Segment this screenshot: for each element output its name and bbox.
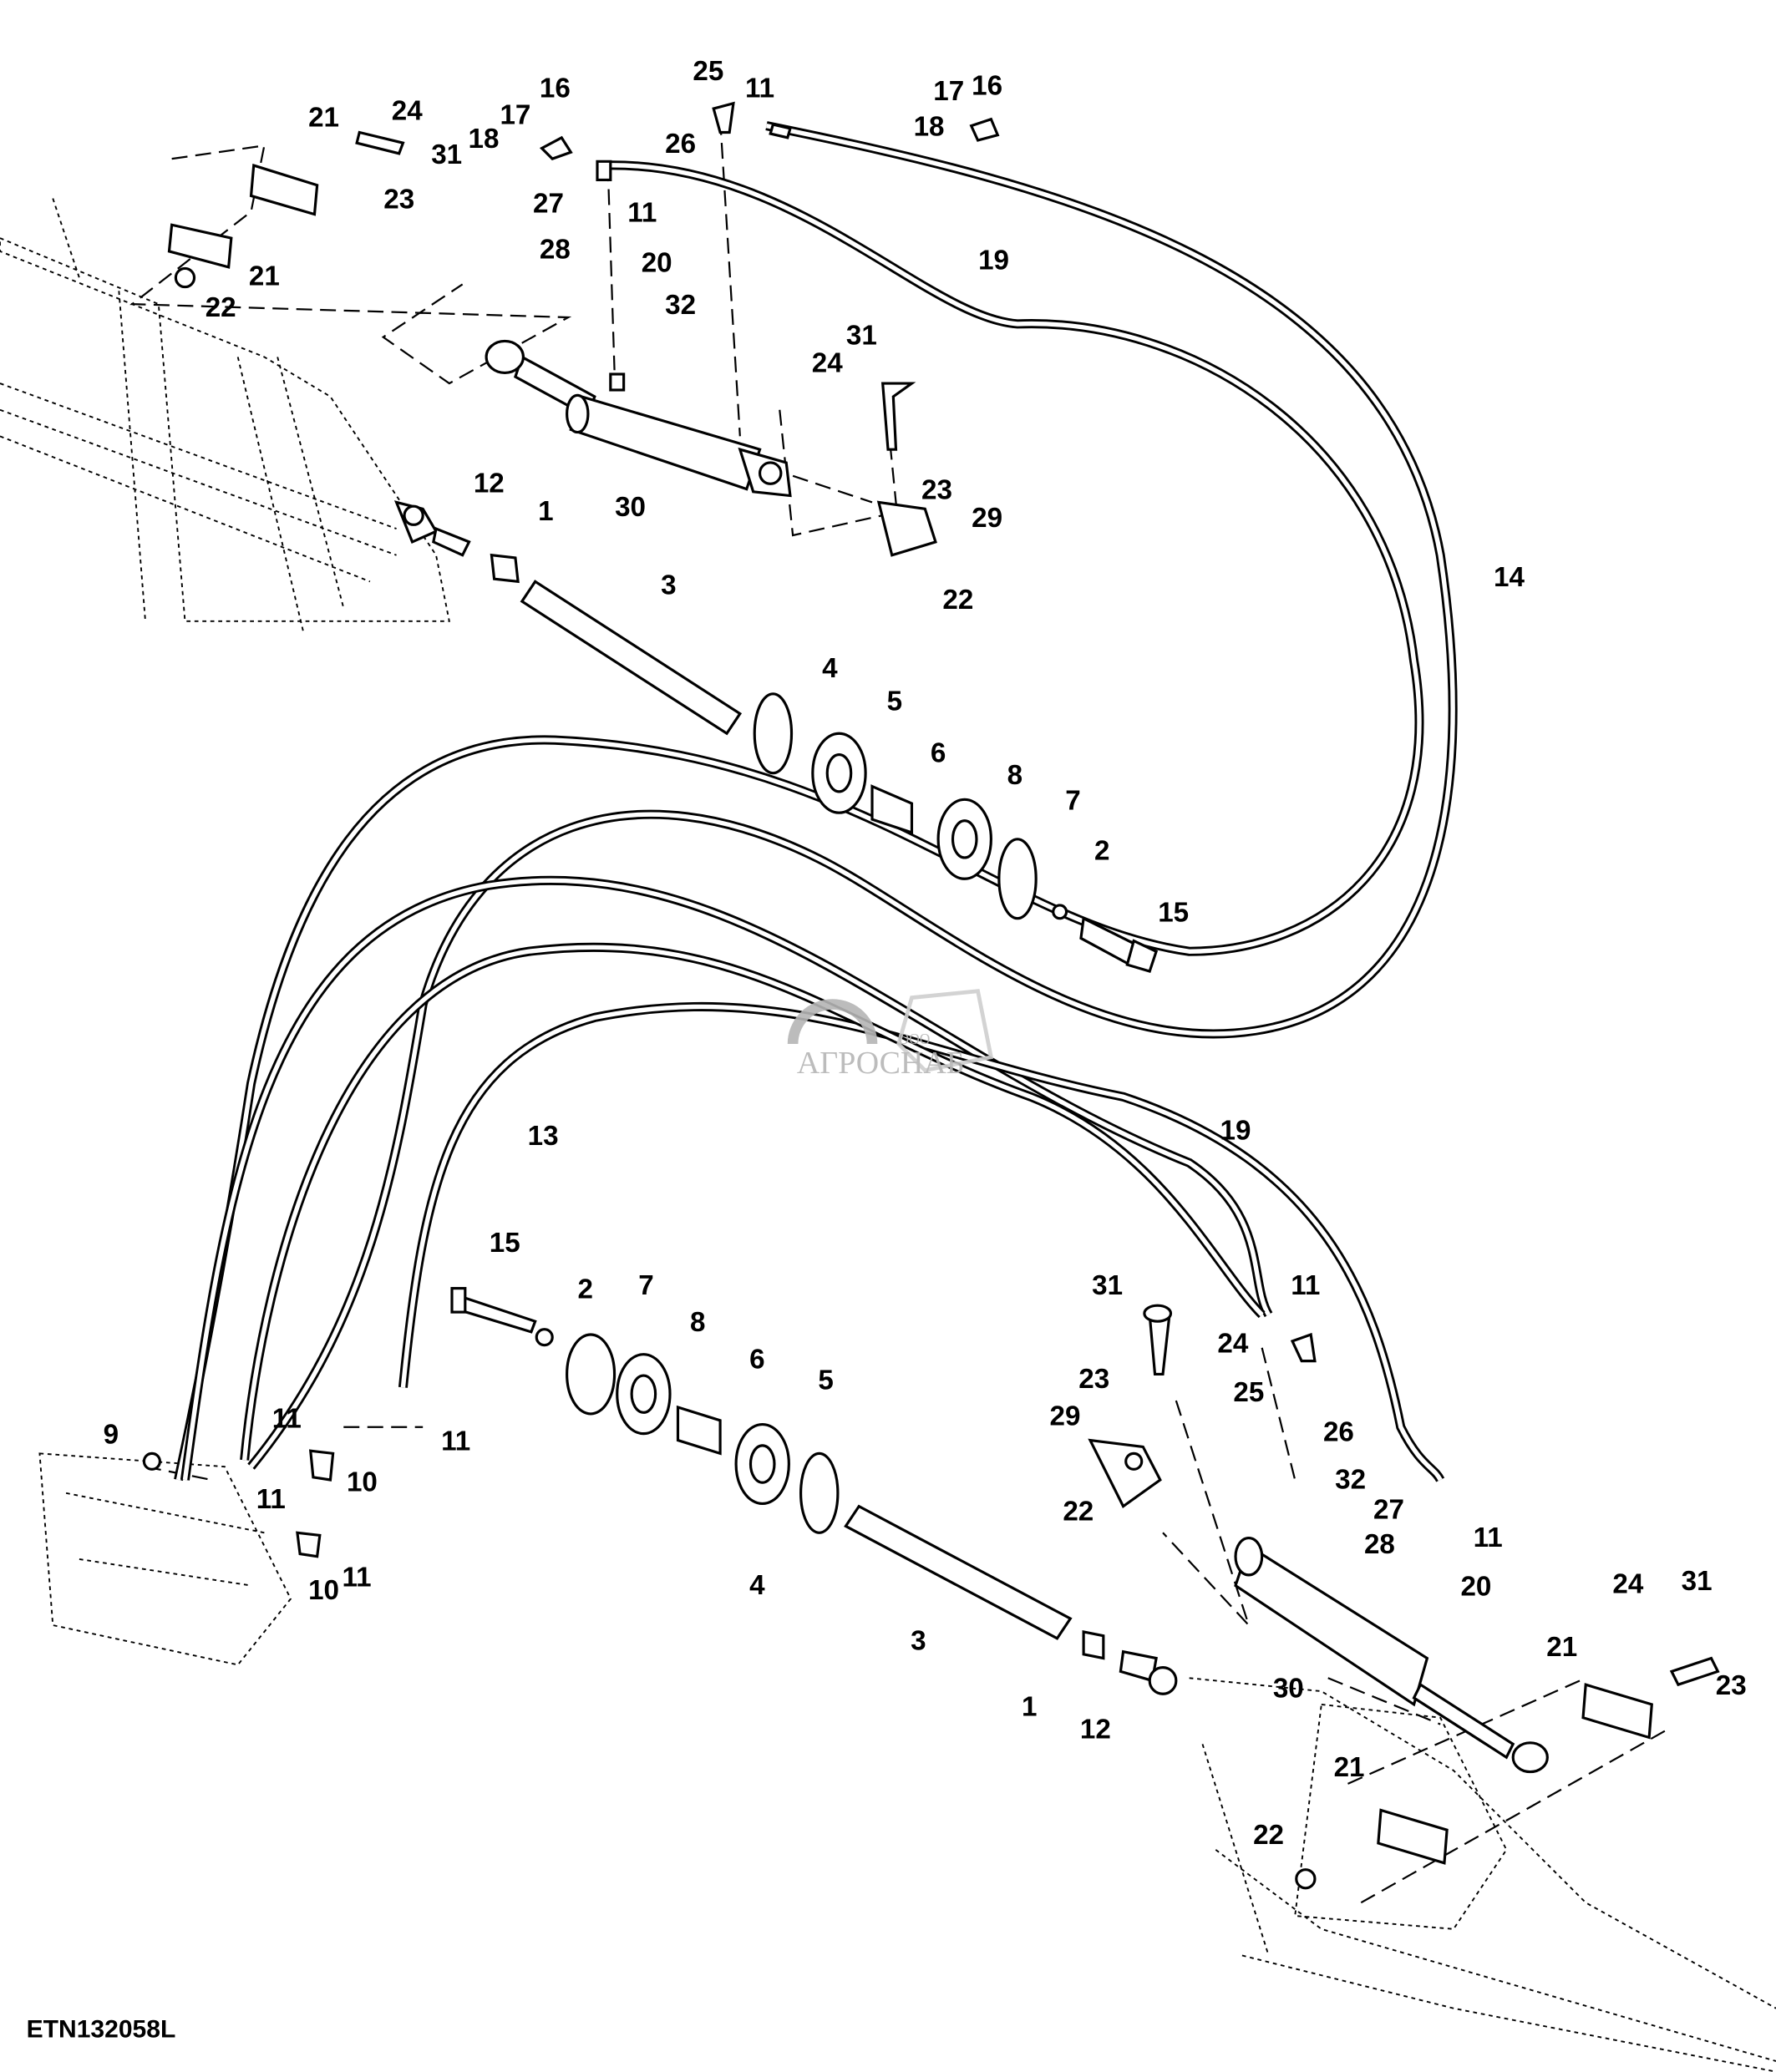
callout-22: 22 — [1253, 1820, 1284, 1851]
callout-25: 25 — [1233, 1377, 1264, 1408]
callout-27: 27 — [533, 188, 564, 219]
watermark-logo: ООО АГРОСНАБ — [787, 989, 994, 1081]
callout-17: 17 — [933, 76, 964, 107]
callout-26: 26 — [1323, 1416, 1354, 1447]
upper-cylinder-assembly — [167, 101, 1159, 973]
hydraulic-hoses — [174, 121, 1458, 1482]
callout-24: 24 — [392, 96, 423, 127]
callout-8: 8 — [1007, 760, 1022, 791]
callout-21: 21 — [308, 102, 339, 133]
callout-15: 15 — [1158, 898, 1189, 929]
callout-17: 17 — [500, 99, 530, 130]
callout-28: 28 — [1364, 1529, 1395, 1560]
callout-11: 11 — [441, 1426, 470, 1456]
callout-10: 10 — [347, 1467, 378, 1498]
callout-5: 5 — [887, 686, 902, 717]
callout-29: 29 — [972, 503, 1002, 534]
callout-1: 1 — [1022, 1691, 1037, 1722]
callout-32: 32 — [665, 290, 696, 321]
callout-2: 2 — [578, 1274, 593, 1305]
callout-22: 22 — [206, 292, 236, 323]
drawing-reference-code: ETN132058L — [27, 2016, 176, 2044]
callout-11: 11 — [256, 1484, 286, 1515]
callout-11: 11 — [745, 73, 774, 104]
callout-25: 25 — [693, 56, 723, 87]
callout-20: 20 — [642, 247, 672, 278]
callout-1: 1 — [538, 496, 553, 527]
callout-19: 19 — [978, 245, 1009, 276]
callout-11: 11 — [343, 1562, 372, 1593]
callout-24: 24 — [1217, 1328, 1248, 1359]
callout-4: 4 — [822, 653, 838, 684]
callout-8: 8 — [690, 1307, 705, 1338]
callout-26: 26 — [665, 129, 696, 160]
callout-31: 31 — [846, 320, 877, 351]
callout-23: 23 — [1078, 1364, 1109, 1395]
callout-14: 14 — [1494, 562, 1525, 593]
callout-7: 7 — [1065, 785, 1080, 816]
callout-18: 18 — [468, 124, 499, 155]
callout-16: 16 — [540, 73, 571, 104]
lower-cylinder-assembly — [142, 1287, 1720, 1890]
callout-24: 24 — [812, 348, 843, 379]
callout-20: 20 — [1460, 1571, 1491, 1602]
callout-18: 18 — [914, 112, 945, 143]
callout-15: 15 — [490, 1228, 520, 1259]
callout-30: 30 — [1273, 1673, 1304, 1704]
callout-22: 22 — [942, 585, 973, 616]
callout-3: 3 — [911, 1625, 926, 1656]
callout-2: 2 — [1094, 835, 1109, 866]
callout-31: 31 — [431, 139, 462, 170]
callout-23: 23 — [1716, 1670, 1747, 1701]
callout-7: 7 — [638, 1270, 653, 1301]
callout-3: 3 — [661, 570, 676, 600]
callout-19: 19 — [1220, 1116, 1251, 1147]
callout-5: 5 — [818, 1365, 833, 1396]
callout-11: 11 — [1291, 1270, 1320, 1301]
callout-32: 32 — [1335, 1464, 1366, 1495]
callout-21: 21 — [249, 261, 280, 291]
callout-6: 6 — [931, 737, 946, 768]
callout-11: 11 — [1474, 1522, 1503, 1553]
callout-28: 28 — [540, 235, 571, 266]
callout-9: 9 — [104, 1420, 119, 1451]
callout-10: 10 — [308, 1575, 339, 1606]
assembly-lines — [129, 119, 1666, 1904]
callout-16: 16 — [972, 71, 1002, 102]
callout-12: 12 — [474, 469, 505, 499]
callout-29: 29 — [1049, 1401, 1080, 1431]
left-boom-frame — [0, 198, 450, 1666]
callout-11: 11 — [272, 1404, 302, 1435]
callout-31: 31 — [1092, 1270, 1123, 1301]
callout-27: 27 — [1373, 1495, 1404, 1526]
callout-4: 4 — [749, 1570, 765, 1601]
watermark-prefix: ООО — [899, 1031, 931, 1047]
callout-30: 30 — [615, 492, 646, 523]
callout-22: 22 — [1063, 1496, 1094, 1527]
callout-12: 12 — [1080, 1714, 1111, 1745]
callout-23: 23 — [921, 475, 952, 506]
callout-13: 13 — [528, 1121, 559, 1152]
watermark-name: АГРОСНАБ — [797, 1046, 965, 1081]
callout-11: 11 — [627, 197, 657, 228]
callout-24: 24 — [1612, 1568, 1643, 1599]
callout-21: 21 — [1334, 1752, 1365, 1783]
callout-21: 21 — [1546, 1632, 1577, 1663]
callout-23: 23 — [383, 185, 414, 215]
callout-6: 6 — [749, 1344, 764, 1375]
callout-31: 31 — [1682, 1566, 1713, 1597]
